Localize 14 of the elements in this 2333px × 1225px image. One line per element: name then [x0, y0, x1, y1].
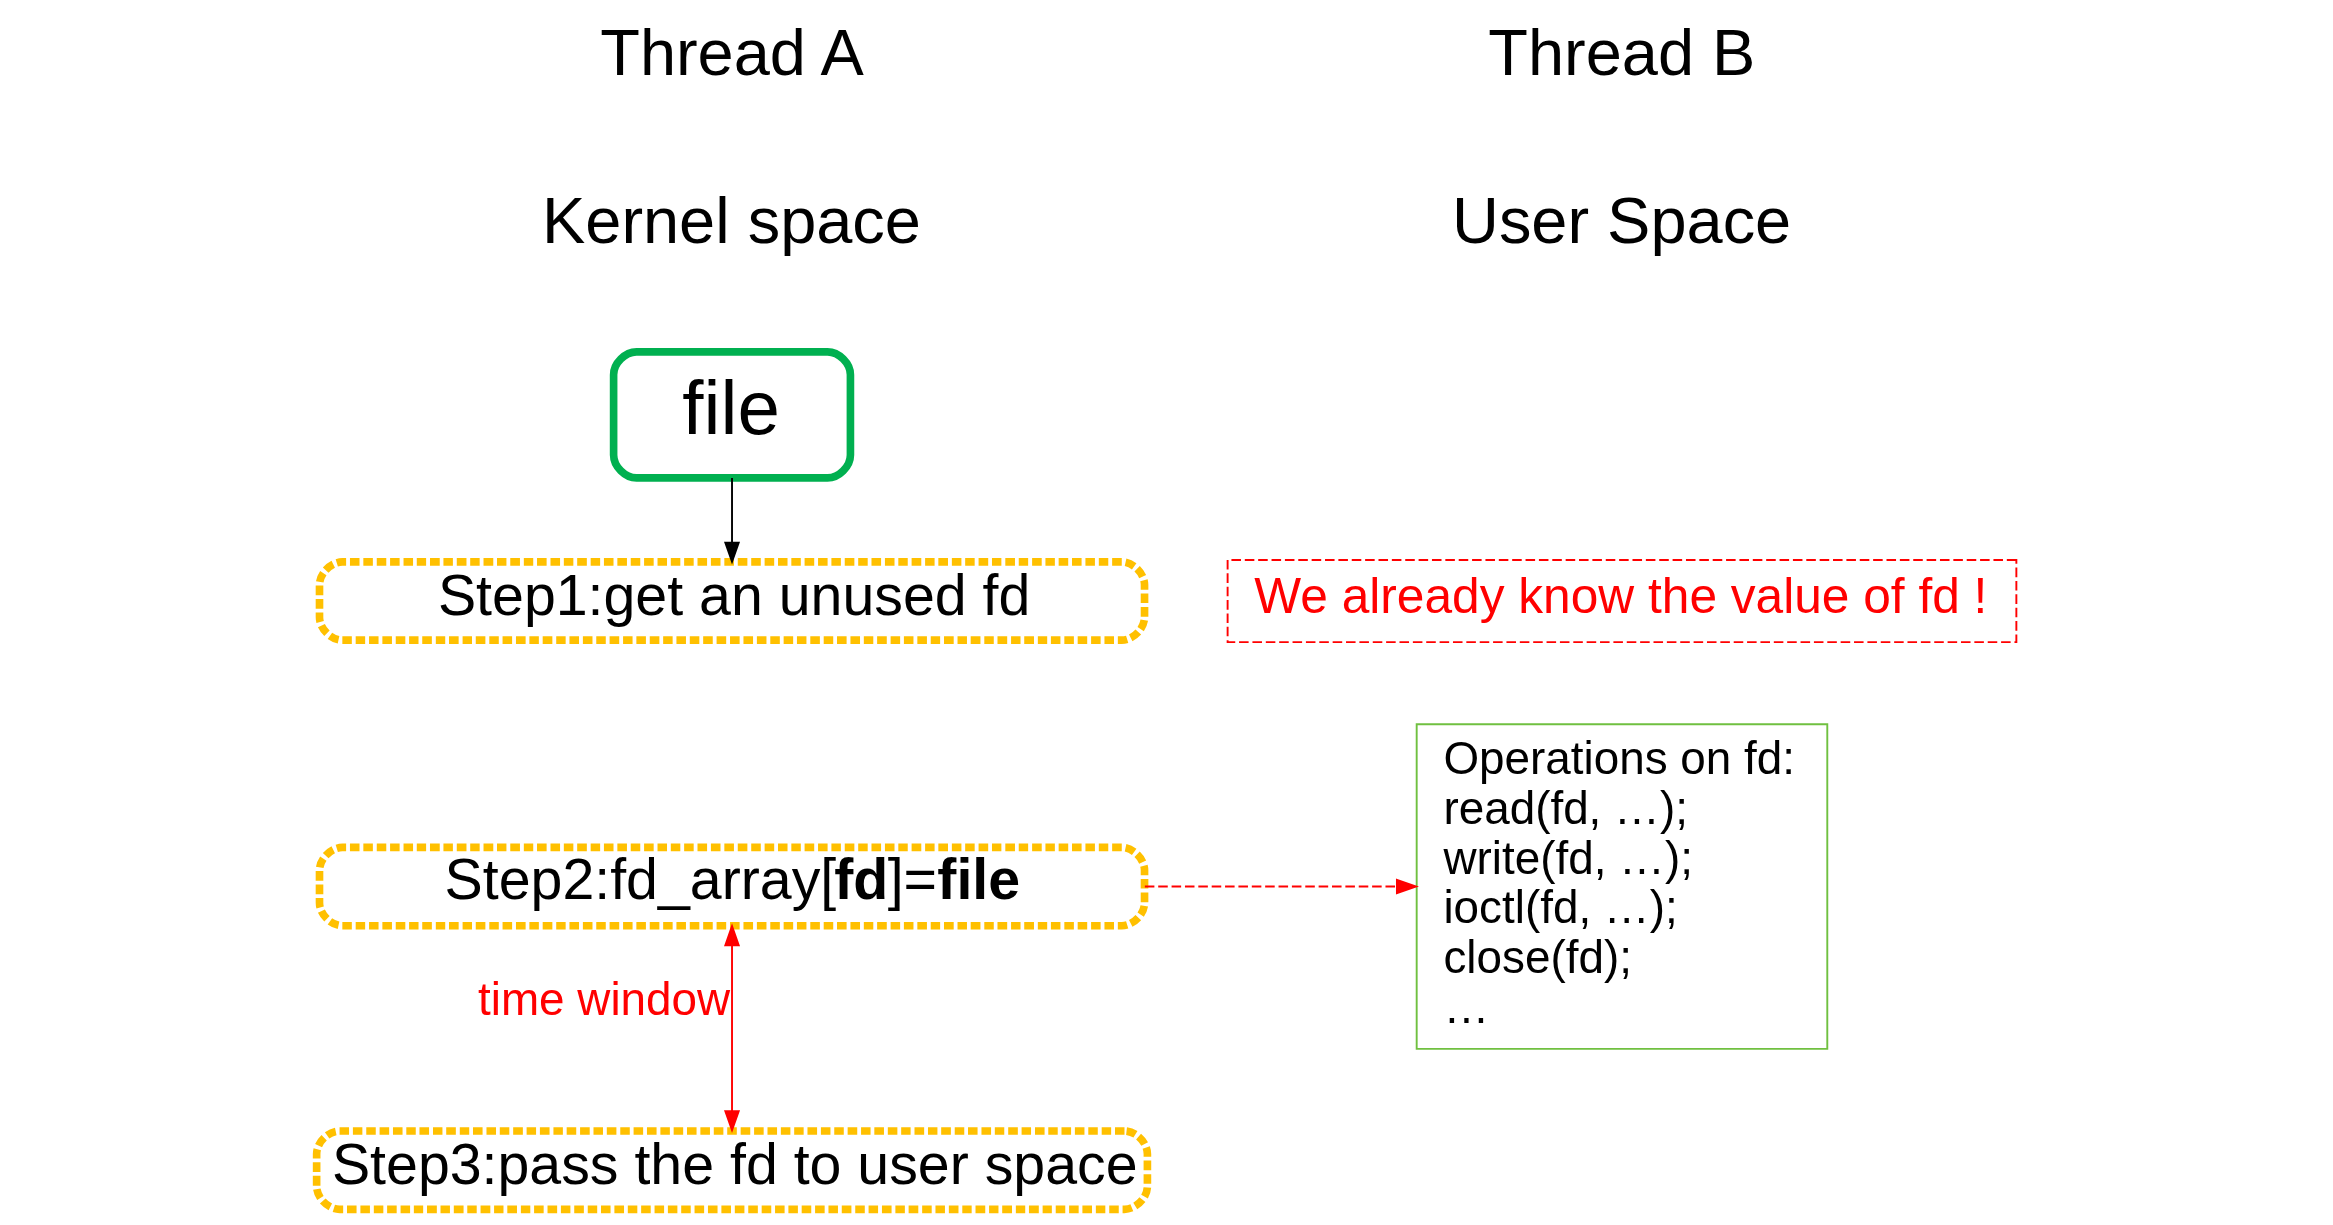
label: Thread B: [1488, 16, 1756, 90]
label: Thread A: [600, 16, 864, 90]
node-box: We already know the value of fd !: [1226, 559, 2018, 644]
node-box: file: [609, 348, 855, 482]
edge-label: time window: [478, 973, 731, 1025]
node-box: Operations on fd: read(fd, …); write(fd, …); ioctl(fd, …); close(fd); …: [1415, 723, 1829, 1050]
node-box: Step3:pass the fd to user space: [312, 1127, 1152, 1214]
arrow: [724, 477, 741, 565]
label: User Space: [1452, 184, 1792, 258]
label: Kernel space: [542, 184, 921, 258]
node-box: Step2:fd_array[fd]=file: [315, 843, 1149, 930]
node-box: Step1:get an unused fd: [315, 558, 1149, 644]
arrow: [1143, 878, 1419, 895]
arrow: [724, 923, 741, 1134]
